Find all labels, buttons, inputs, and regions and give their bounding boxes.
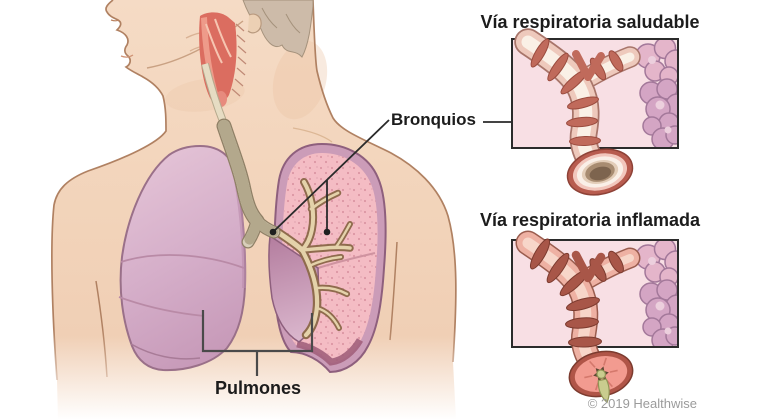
healthy-airway-tube bbox=[514, 28, 641, 177]
inflamed-airway-opening bbox=[568, 350, 634, 404]
ear bbox=[247, 13, 262, 34]
bronchial-tree bbox=[271, 178, 354, 340]
inflamed-airway-panel bbox=[511, 230, 679, 404]
lungs-bracket bbox=[201, 310, 314, 376]
arm-inner-line bbox=[389, 241, 398, 341]
mucus-plug bbox=[596, 369, 606, 379]
inflamed-airway-tube bbox=[515, 230, 641, 377]
label-lungs: Pulmones bbox=[214, 378, 302, 398]
copyright-notice: © 2019 Healthwise bbox=[587, 396, 697, 411]
healthy-airway-panel bbox=[511, 28, 679, 196]
healthy-airway-opening bbox=[566, 148, 634, 196]
pointer-dot bbox=[269, 228, 277, 236]
trachea bbox=[216, 118, 281, 249]
alveoli-cluster bbox=[635, 39, 678, 148]
mucus-drip bbox=[597, 378, 610, 404]
pointer-dot bbox=[323, 228, 331, 236]
lung-fissure bbox=[118, 296, 205, 317]
label-bronchi: Bronquios bbox=[391, 110, 476, 129]
lung-fissure bbox=[120, 254, 245, 269]
inflamed-airway-title: Vía respiratoria inflamada bbox=[479, 210, 701, 230]
armpit-line bbox=[95, 280, 108, 378]
healthy-airway-title: Vía respiratoria saludable bbox=[480, 12, 700, 32]
alveoli-cluster bbox=[635, 240, 678, 347]
